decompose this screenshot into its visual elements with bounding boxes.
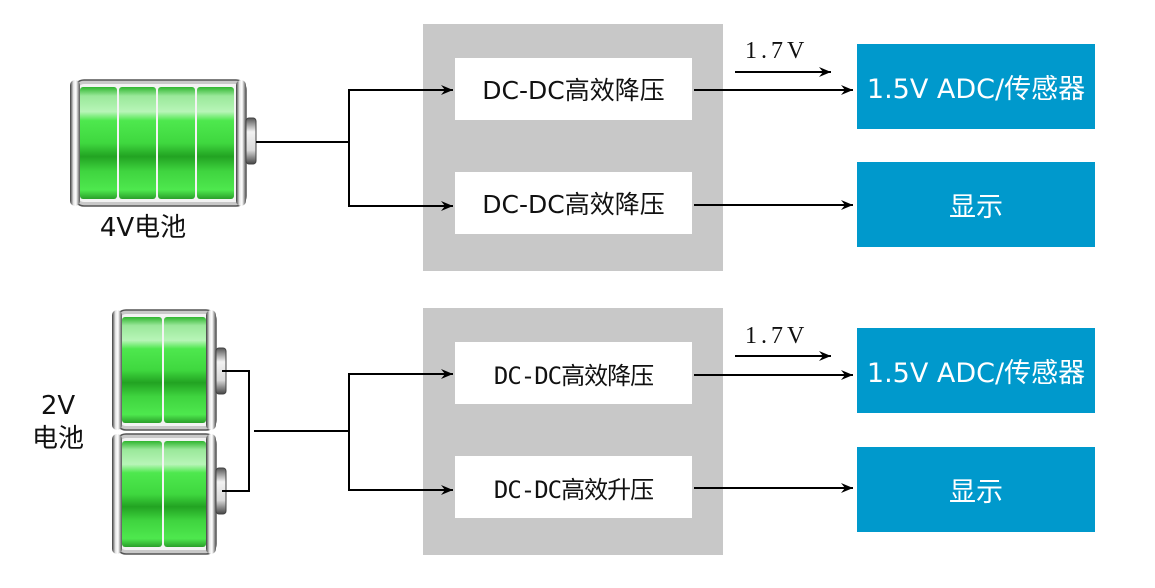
battery-cell: [158, 87, 195, 199]
converter-buck-top-1: DC-DC高效降压: [455, 58, 692, 120]
load-display-bottom: 显示: [857, 447, 1095, 532]
wire-split-bottom: [348, 373, 449, 491]
converter-buck-top-2: DC-DC高效降压: [455, 172, 692, 234]
battery-cell: [197, 87, 234, 199]
battery-cells: [80, 87, 234, 199]
battery-2v-label-line1: 2V: [40, 391, 76, 421]
load-display-top: 显示: [857, 162, 1095, 247]
battery-cell: [80, 87, 117, 199]
battery-cell: [164, 441, 206, 547]
battery-2v-label: 2V 电池: [28, 390, 88, 455]
voltage-label-bottom: 1.7V: [745, 323, 809, 349]
load-adc-sensor-top: 1.5V ADC/传感器: [857, 44, 1095, 129]
converter-buck-bottom: DC-DC高效降压: [455, 342, 692, 404]
battery-2v-lower-icon: [112, 433, 227, 555]
wire-battery-2v-series: [222, 370, 250, 492]
wire-split-top: [348, 89, 449, 207]
load-adc-sensor-bottom: 1.5V ADC/传感器: [857, 328, 1095, 413]
battery-4v-label: 4V电池: [99, 213, 187, 243]
battery-cell: [122, 317, 162, 423]
converter-boost-bottom: DC-DC高效升压: [455, 456, 692, 518]
battery-4v-icon: [70, 79, 257, 207]
battery-cell: [164, 317, 206, 423]
voltage-label-top: 1.7V: [745, 38, 809, 64]
battery-2v-label-line2: 电池: [31, 423, 84, 454]
battery-2v-upper-icon: [112, 309, 227, 431]
battery-cell: [119, 87, 156, 199]
battery-cell: [122, 441, 162, 547]
